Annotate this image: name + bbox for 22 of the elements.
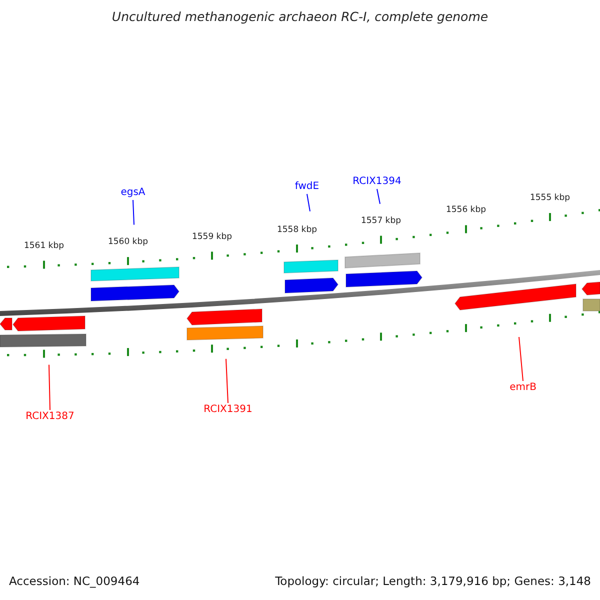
title: Uncultured methanogenic archaeon RC-I, complete genome	[110, 9, 490, 24]
leader-line	[518, 336, 524, 382]
leader-line	[306, 194, 310, 212]
tick-label: 1561 kbp	[24, 240, 64, 251]
tick-label: 1555 kbp	[530, 193, 570, 204]
gene-label: egsA	[120, 186, 146, 200]
leader-line	[48, 364, 50, 410]
gene-label: RCIX1387	[26, 410, 74, 424]
footer-text: Topology: circular; Length: 3,179,916 bp; Genes: 3,148	[275, 574, 591, 588]
gene-label: fwdE	[294, 180, 320, 194]
leader-line	[226, 358, 228, 404]
tick-label: 1557 kbp	[360, 216, 402, 226]
gene-label: RCIX1391	[204, 403, 252, 417]
tick-label: 1556 kbp	[446, 205, 486, 216]
leader-line	[376, 188, 380, 204]
gene-label: RCIX1394	[352, 175, 402, 189]
tick-label: 1558 kbp	[276, 224, 318, 235]
tick-label: 1560 kbp	[108, 237, 148, 248]
gene-label: emrB	[510, 381, 536, 395]
tick-label: 1559 kbp	[192, 232, 232, 242]
leader-line	[132, 200, 134, 226]
footer-text: Accession: NC_009464	[9, 574, 140, 588]
